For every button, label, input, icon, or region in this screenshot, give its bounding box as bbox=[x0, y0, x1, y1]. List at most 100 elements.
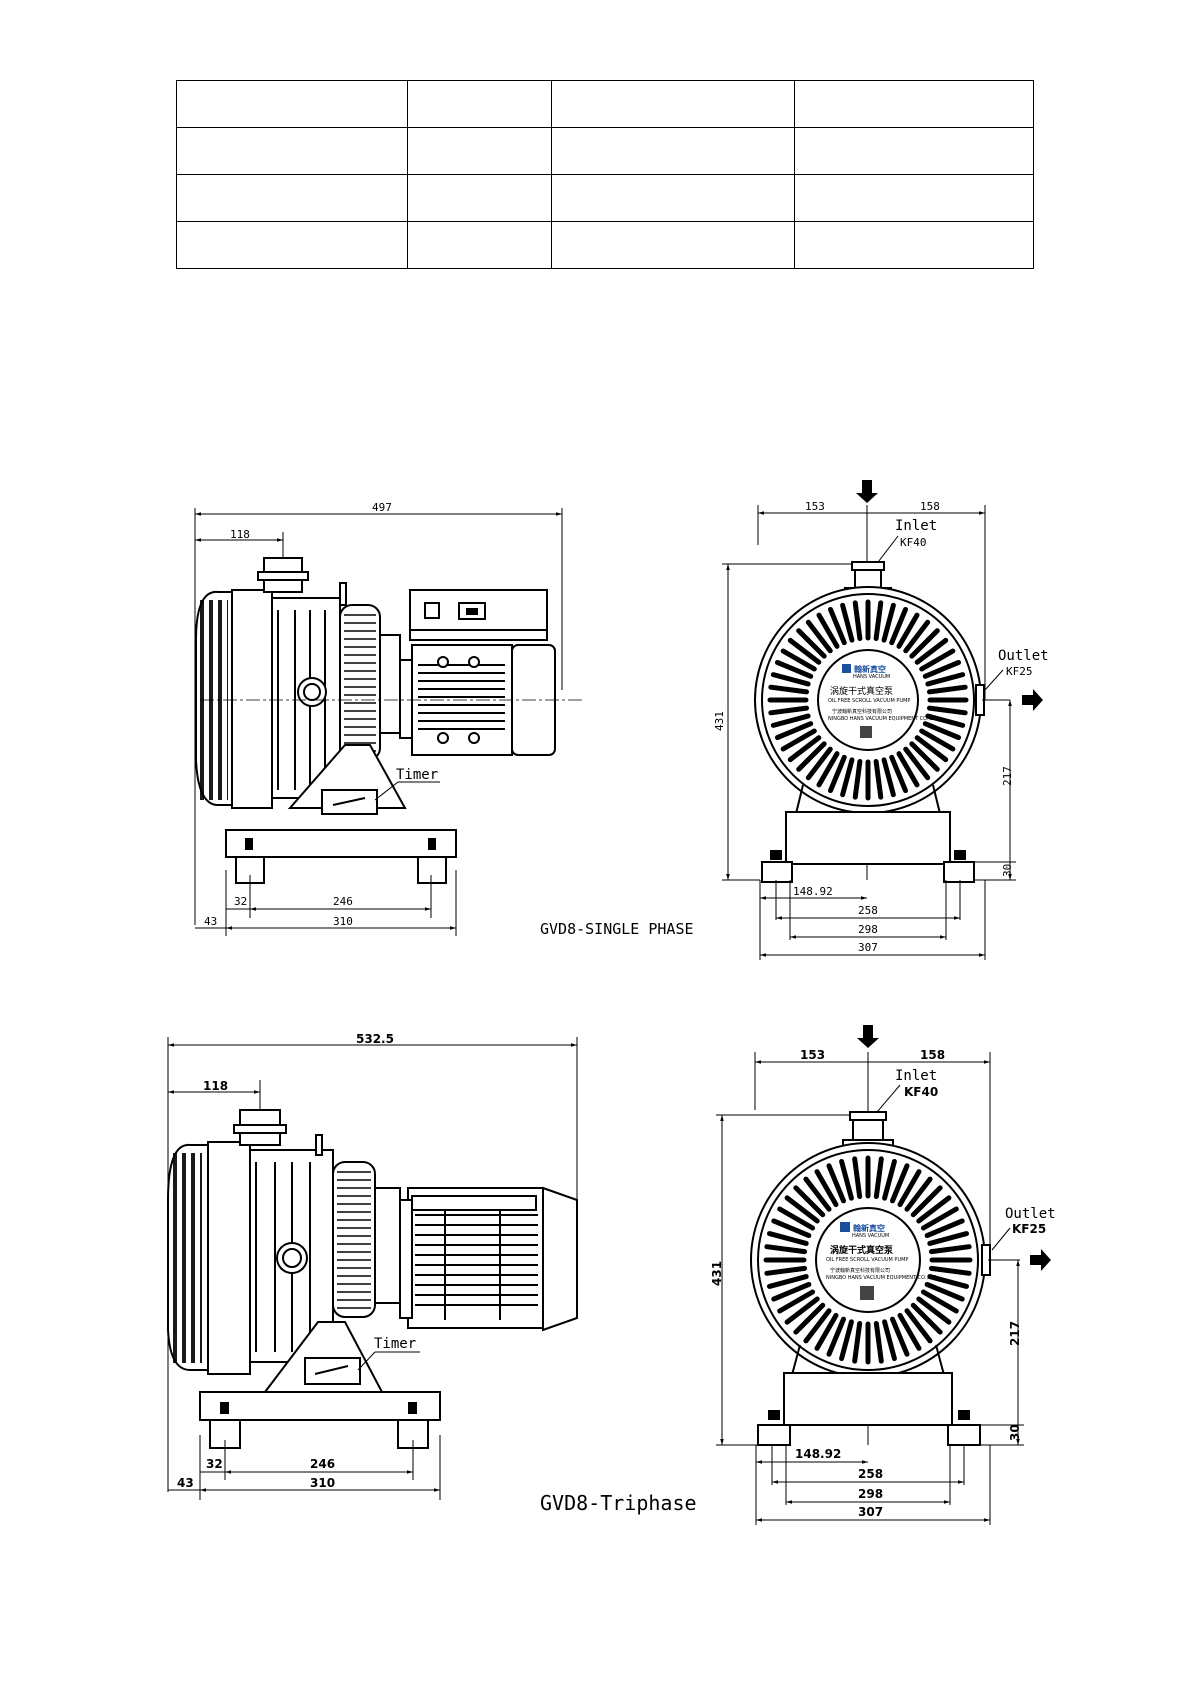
housing-rib bbox=[784, 1296, 820, 1325]
tri-front-inlet-flange: KF40 bbox=[904, 1085, 938, 1099]
housing-rib bbox=[793, 1302, 826, 1335]
tri-front-product-en: OIL FREE SCROLL VACUUM PUMP bbox=[826, 1257, 908, 1263]
table-cell bbox=[407, 174, 552, 222]
housing-rib bbox=[889, 1163, 910, 1204]
housing-rib bbox=[852, 1156, 863, 1200]
housing-rib bbox=[764, 1244, 808, 1255]
housing-rib bbox=[774, 659, 814, 679]
housing-rib bbox=[766, 1274, 809, 1289]
front-outlet-flange: KF25 bbox=[1006, 665, 1033, 678]
dim-foot-left: 32 bbox=[234, 895, 247, 908]
tri-front-outlet-flange: KF25 bbox=[1012, 1222, 1046, 1236]
housing-rib bbox=[922, 721, 962, 741]
housing-rib bbox=[926, 684, 968, 695]
dim-inlet-offset: 118 bbox=[230, 528, 250, 541]
housing-rib bbox=[768, 705, 810, 716]
housing-rib bbox=[766, 1231, 809, 1246]
housing-rib bbox=[873, 1156, 884, 1200]
tri-front-dim-base-height: 30 bbox=[1008, 1424, 1022, 1441]
single-phase-side-view: 497 118 bbox=[194, 501, 694, 938]
tri-front-dim-height: 431 bbox=[710, 1261, 724, 1286]
housing-rib bbox=[839, 1158, 854, 1201]
housing-rib bbox=[889, 606, 909, 646]
dim-overall-length: 497 bbox=[372, 501, 392, 514]
tri-front-dim-left-width: 153 bbox=[800, 1048, 825, 1062]
housing-rib bbox=[896, 612, 920, 649]
tri-dim-overall-length: 532.5 bbox=[356, 1032, 394, 1046]
dim-foot-spacing: 246 bbox=[333, 895, 353, 908]
housing-rib bbox=[770, 713, 811, 728]
front-brand-en: HANS VACUUM bbox=[853, 674, 890, 680]
housing-rib bbox=[777, 1289, 816, 1314]
housing-rib bbox=[922, 659, 962, 679]
housing-rib bbox=[780, 728, 817, 752]
front-dim-base-span: 298 bbox=[858, 923, 878, 936]
table-cell bbox=[794, 127, 1034, 175]
housing-rib bbox=[780, 648, 817, 672]
housing-rib bbox=[909, 628, 940, 659]
table-row bbox=[176, 174, 1034, 222]
front-dim-left-width: 153 bbox=[805, 500, 825, 513]
housing-rib bbox=[787, 735, 822, 763]
housing-rib bbox=[919, 648, 956, 672]
housing-rib bbox=[784, 1195, 820, 1224]
table-row bbox=[176, 127, 1034, 175]
table-cell bbox=[794, 174, 1034, 222]
tri-front-dim-center-offset: 148.92 bbox=[795, 1447, 841, 1461]
front-dim-height: 431 bbox=[713, 711, 726, 731]
housing-rib bbox=[764, 1265, 808, 1276]
tri-front-company-en: NINGBO HANS VACUUM EQUIPMENT CO.,LTD bbox=[826, 1275, 937, 1281]
housing-rib bbox=[925, 672, 966, 687]
table-cell bbox=[176, 221, 408, 269]
housing-rib bbox=[927, 1231, 970, 1246]
front-inlet-label: Inlet bbox=[895, 518, 937, 534]
housing-rib bbox=[852, 600, 863, 642]
triphase-title: GVD8-Triphase bbox=[540, 1491, 697, 1515]
housing-rib bbox=[920, 1289, 959, 1314]
tri-front-dim-foot-span: 258 bbox=[858, 1467, 883, 1481]
housing-rib bbox=[926, 705, 968, 716]
table-cell bbox=[176, 174, 408, 222]
housing-rib bbox=[840, 602, 855, 643]
housing-rib bbox=[924, 1218, 965, 1239]
housing-rib bbox=[826, 1316, 847, 1357]
housing-rib bbox=[889, 1316, 910, 1357]
table-cell bbox=[551, 80, 795, 128]
housing-rib bbox=[919, 728, 956, 752]
housing-rib bbox=[916, 1296, 952, 1325]
table-cell bbox=[794, 221, 1034, 269]
housing-rib bbox=[882, 1319, 897, 1362]
housing-rib bbox=[796, 628, 827, 659]
housing-rib bbox=[904, 1308, 933, 1344]
housing-rib bbox=[927, 1274, 970, 1289]
housing-rib bbox=[909, 741, 940, 772]
housing-rib bbox=[928, 1244, 972, 1255]
housing-rib bbox=[928, 1265, 972, 1276]
tri-side-timer-label: Timer bbox=[374, 1336, 416, 1352]
housing-rib bbox=[914, 637, 949, 665]
triphase-side-view: 532.5 118 bbox=[167, 1032, 697, 1515]
tri-dim-base-left: 43 bbox=[177, 1476, 194, 1490]
tri-front-dim-right-width: 158 bbox=[920, 1048, 945, 1062]
housing-rib bbox=[896, 751, 920, 788]
tri-dim-foot-spacing: 246 bbox=[310, 1457, 335, 1471]
housing-rib bbox=[904, 1176, 933, 1212]
housing-rib bbox=[803, 1176, 832, 1212]
housing-rib bbox=[882, 1158, 897, 1201]
front-brand: 翰新真空 bbox=[854, 664, 886, 674]
front-product-en: OIL FREE SCROLL VACUUM PUMP bbox=[828, 698, 910, 704]
housing-rib bbox=[814, 1312, 839, 1351]
front-dim-overall-width: 307 bbox=[858, 941, 878, 954]
housing-rib bbox=[910, 1185, 943, 1218]
housing-rib bbox=[903, 746, 931, 781]
housing-rib bbox=[889, 754, 909, 794]
front-company-en: NINGBO HANS VACUUM EQUIPMENT CO.,LTD bbox=[828, 716, 939, 722]
tri-front-inlet-label: Inlet bbox=[895, 1068, 937, 1084]
front-dim-center-offset: 148.92 bbox=[793, 885, 833, 898]
housing-rib bbox=[816, 751, 840, 788]
housing-rib bbox=[803, 1308, 832, 1344]
housing-rib bbox=[839, 1319, 854, 1362]
housing-rib bbox=[924, 1281, 965, 1302]
housing-rib bbox=[827, 606, 847, 646]
